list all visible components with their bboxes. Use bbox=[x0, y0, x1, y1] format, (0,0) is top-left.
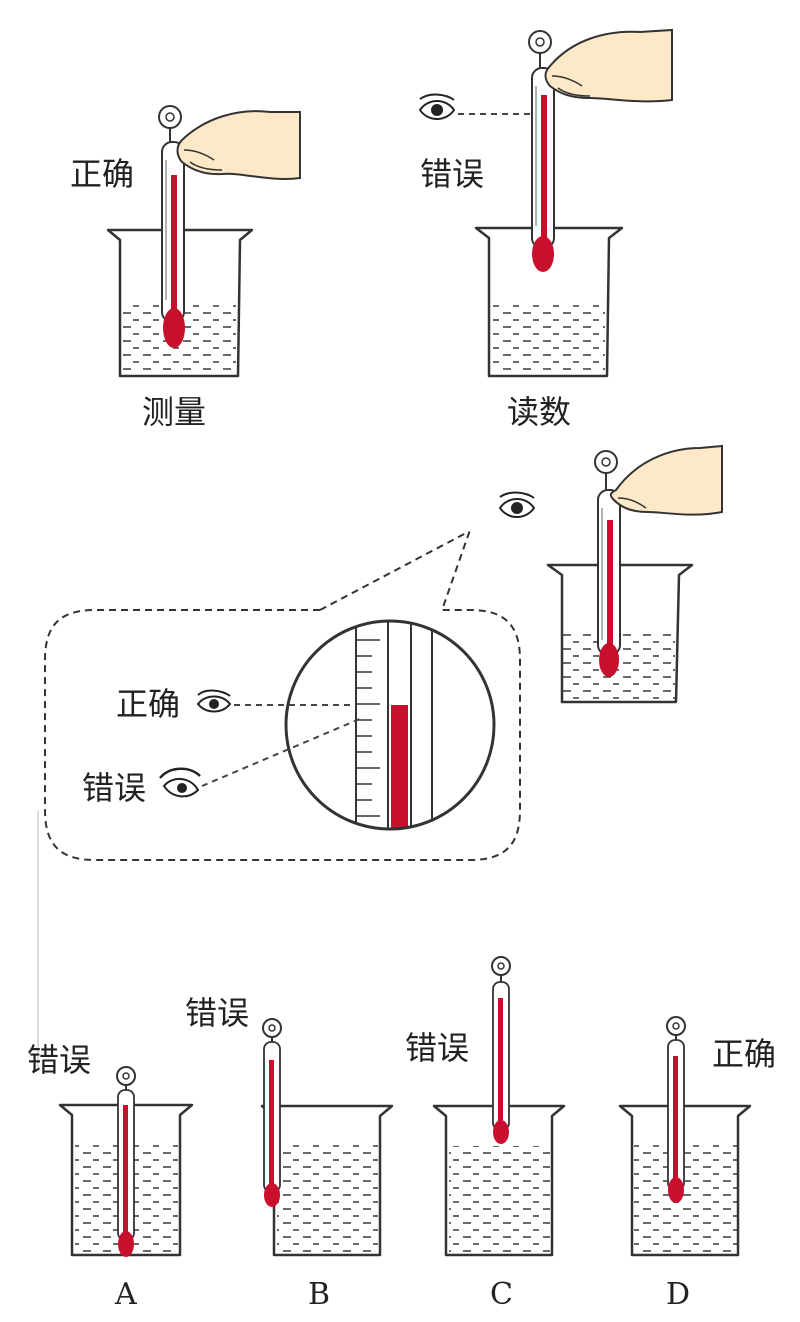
top-right-status-label: 错误 bbox=[420, 155, 485, 193]
option-c-letter: C bbox=[490, 1277, 513, 1312]
middle-hand-icon bbox=[609, 444, 723, 516]
option-a-letter: A bbox=[115, 1277, 137, 1312]
top-left-hand-icon bbox=[176, 110, 301, 180]
zoom-wrong-sightline bbox=[201, 717, 363, 787]
option-b-beaker bbox=[260, 1104, 394, 1257]
option-c-beaker bbox=[432, 1104, 566, 1257]
top-right-beaker bbox=[474, 226, 624, 378]
top-right-caption: 读数 bbox=[507, 393, 572, 431]
top-right-thermometer-icon bbox=[528, 30, 555, 272]
top-left-caption: 测量 bbox=[142, 393, 207, 431]
option-d-status-label: 正确 bbox=[712, 1035, 777, 1073]
zoom-wrong-label: 错误 bbox=[82, 769, 147, 807]
top-left-thermometer-icon bbox=[158, 105, 185, 348]
top-left-status-label: 正确 bbox=[70, 155, 135, 193]
zoom-callout-bubble bbox=[44, 529, 521, 861]
middle-eye-icon bbox=[498, 491, 536, 518]
option-d-beaker bbox=[618, 1104, 752, 1257]
zoom-correct-label: 正确 bbox=[116, 685, 181, 723]
zoom-correct-eye-icon bbox=[196, 689, 232, 713]
option-b-status-label: 错误 bbox=[185, 994, 250, 1032]
option-d-letter: D bbox=[666, 1277, 691, 1312]
option-a-thermometer-icon bbox=[116, 1066, 136, 1257]
zoom-wrong-eye-icon bbox=[159, 767, 201, 798]
middle-thermometer-icon bbox=[594, 450, 621, 677]
top-right-eye-icon bbox=[418, 93, 456, 120]
option-a-status-label: 错误 bbox=[27, 1041, 92, 1079]
top-right-hand-icon bbox=[544, 28, 673, 103]
zoom-callout-pointer bbox=[319, 531, 469, 611]
option-d-thermometer-icon bbox=[666, 1016, 686, 1203]
option-c-status-label: 错误 bbox=[405, 1029, 470, 1067]
magnifier-circle bbox=[284, 619, 496, 831]
option-b-thermometer-icon bbox=[262, 1018, 282, 1207]
option-c-thermometer-icon bbox=[491, 956, 511, 1144]
option-b-letter: B bbox=[308, 1277, 331, 1312]
